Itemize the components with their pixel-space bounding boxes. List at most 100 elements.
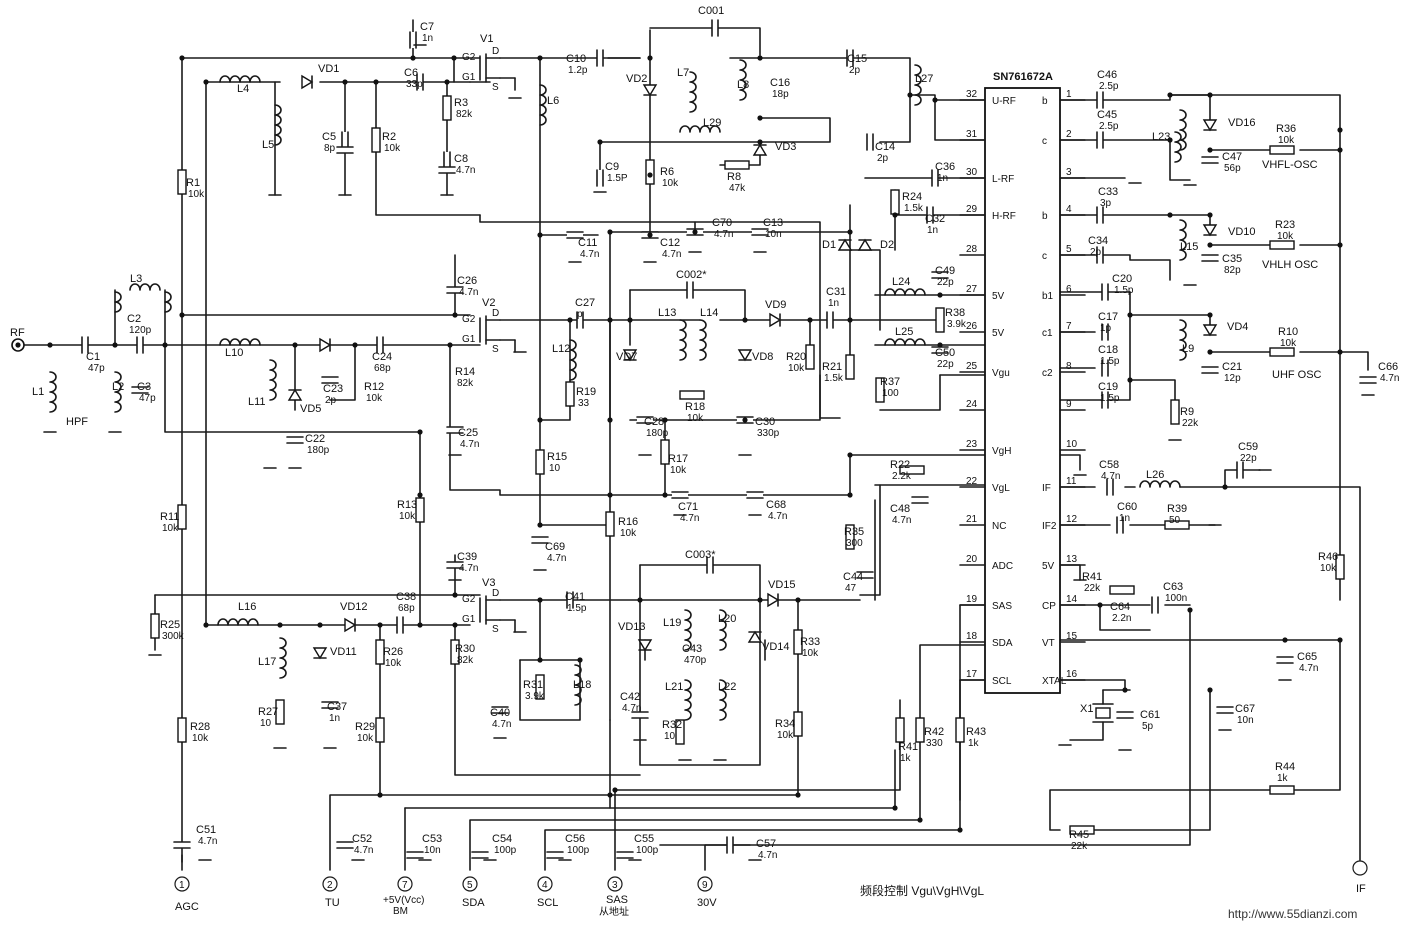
component-ref: R23 <box>1275 219 1295 231</box>
inductor-symbol <box>574 664 582 706</box>
capacitor-symbol <box>726 836 734 854</box>
ic-name: SN761672A <box>993 71 1053 83</box>
terminal-sas: 3 SAS 从地址 <box>599 876 629 918</box>
inductor-symbol <box>739 59 747 101</box>
component-ref: VD3 <box>775 141 796 153</box>
component-ref: C63 <box>1163 581 1183 593</box>
component-ref: C26 <box>457 275 477 287</box>
component-ref: VD16 <box>1228 117 1256 129</box>
diode-symbol <box>1202 324 1218 337</box>
ic-pin-number: 9 <box>1066 399 1072 410</box>
resistor-symbol <box>565 381 575 407</box>
capacitor-symbol <box>931 169 939 187</box>
ic-pin-name: c <box>1042 136 1047 147</box>
capacitor-symbol <box>81 336 89 354</box>
capacitor-symbol <box>416 73 424 91</box>
junction-dot <box>892 805 898 811</box>
component-value: 1k <box>968 738 980 749</box>
capacitor-symbol <box>1101 359 1109 377</box>
ic-pin-number: 25 <box>966 361 978 372</box>
junction-dot <box>917 817 923 823</box>
terminal-sub: 从地址 <box>599 905 629 918</box>
junction-dot <box>1207 92 1213 98</box>
capacitor-symbol <box>711 19 719 37</box>
terminal-scl: 4 SCL <box>537 876 558 909</box>
resistor-symbol <box>1170 399 1180 425</box>
terminal-label: SCL <box>537 897 558 909</box>
component-value: 4.7n <box>768 511 787 522</box>
junction-dot <box>932 97 938 103</box>
junction-dot <box>452 592 458 598</box>
component-ref: VD4 <box>1227 321 1248 333</box>
component-ref: C22 <box>305 433 325 445</box>
junction-dot <box>567 317 573 323</box>
component-ref: L11 <box>248 396 266 408</box>
component-value: 82p <box>1224 265 1241 276</box>
component-ref: R31 <box>523 679 543 691</box>
inductor-symbol <box>719 609 727 651</box>
ic-pin-number: 27 <box>966 284 978 295</box>
junction-dot <box>179 55 185 61</box>
component-ref: L13 <box>658 307 676 319</box>
component-ref: R22 <box>890 459 910 471</box>
capacitor-symbol <box>846 49 854 67</box>
component-ref: R9 <box>1180 406 1194 418</box>
ic-pin-number: 13 <box>1066 554 1078 565</box>
junction-dot <box>1207 349 1213 355</box>
capacitor-symbol <box>1216 706 1234 714</box>
ic-pin-number: 31 <box>966 129 978 140</box>
capacitor-symbol <box>446 426 464 434</box>
watermark: http://www.55dianzi.com <box>1228 907 1357 921</box>
component-ref: R18 <box>685 401 705 413</box>
resistor-symbol <box>535 674 545 700</box>
component-ref: C70 <box>712 217 732 229</box>
component-ref: R30 <box>455 643 475 655</box>
terminal-sub: BM <box>393 906 408 917</box>
component-value: 4.7n <box>680 513 699 524</box>
component-ref: L26 <box>1146 469 1164 481</box>
component-value: 10k <box>384 143 401 154</box>
junction-dot <box>647 232 653 238</box>
component-value: 8p <box>324 143 336 154</box>
capacitor-symbol <box>596 49 604 67</box>
inductor-symbol <box>1179 319 1187 361</box>
resistor-symbol <box>177 504 187 530</box>
junction-dot <box>1337 147 1343 153</box>
junction-dot <box>1127 312 1133 318</box>
component-ref: V2 <box>482 297 495 309</box>
component-value: 330 <box>926 738 943 749</box>
ic-pin-number: 26 <box>966 321 978 332</box>
ic-pin-number: 23 <box>966 439 978 450</box>
component-ref: C71 <box>678 501 698 513</box>
junction-dot <box>47 342 53 348</box>
ic-pin-name: SDA <box>992 638 1013 649</box>
component-ref: VD1 <box>318 63 339 75</box>
junction-dot <box>607 492 613 498</box>
component-ref: R43 <box>966 726 986 738</box>
inductor-symbol <box>689 71 697 113</box>
terminal-num: 1 <box>179 880 185 891</box>
capacitor-symbol <box>631 711 649 719</box>
resistor-symbol <box>660 439 670 465</box>
component-value: 4.7n <box>1380 373 1399 384</box>
component-value: 10n <box>424 845 441 856</box>
capacitor-symbol <box>671 491 689 499</box>
component-ref: C9 <box>605 161 619 173</box>
component-ref: C56 <box>565 833 585 845</box>
component-ref: C42 <box>620 691 640 703</box>
component-ref: C52 <box>352 833 372 845</box>
component-ref: C43 <box>682 643 702 655</box>
diode-symbol <box>737 349 753 362</box>
component-value: 10k <box>687 413 704 424</box>
component-ref: R16 <box>618 516 638 528</box>
component-value: 2p <box>877 153 889 164</box>
junction-dot <box>292 342 298 348</box>
component-ref: R20 <box>786 351 806 363</box>
component-ref: R14 <box>455 366 475 378</box>
component-value: 120p <box>129 325 152 336</box>
component-ref: L4 <box>237 83 249 95</box>
junction-dot <box>1167 92 1173 98</box>
component-ref: HPF <box>66 416 88 428</box>
component-value: 3.9k <box>947 319 967 330</box>
